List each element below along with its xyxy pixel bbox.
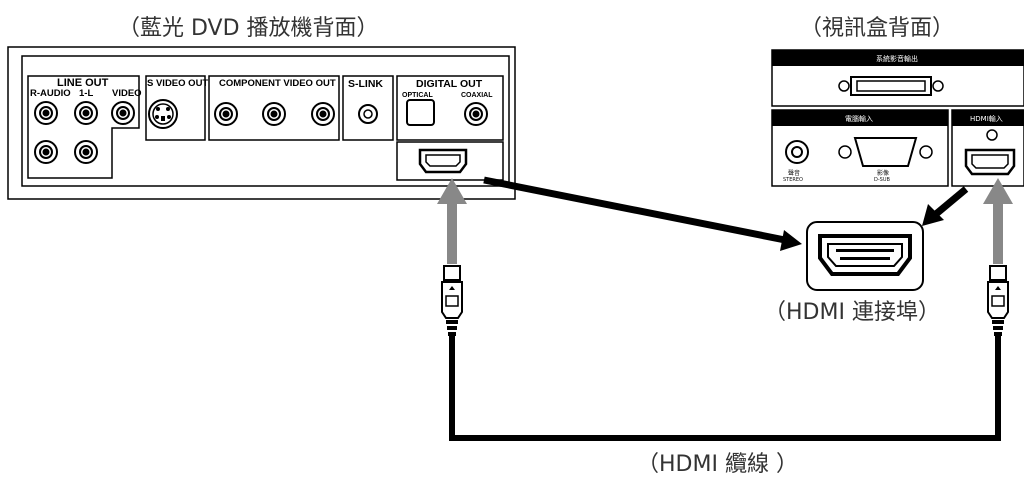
line-out-label: LINE OUT bbox=[57, 77, 109, 89]
rca-jack bbox=[34, 101, 135, 164]
stb-audio-jack bbox=[785, 140, 809, 164]
hdmi-port-caption: （HDMI 連接埠） bbox=[764, 300, 940, 325]
s-video-out-label: S VIDEO OUT bbox=[147, 78, 209, 89]
hdmi-cable bbox=[449, 336, 1001, 441]
stereo-label: STEREO bbox=[783, 177, 803, 183]
hdmi-plug-left bbox=[441, 265, 463, 336]
pc-input-label: 電腦輸入 bbox=[845, 115, 873, 123]
arrow-head bbox=[922, 204, 944, 226]
dvd-back-title: （藍光 DVD 播放機背面） bbox=[118, 16, 379, 41]
video-label-stb: 影像 bbox=[877, 170, 890, 177]
dsub-label: D-SUB bbox=[874, 177, 890, 183]
hdmi-input-label: HDMI輸入 bbox=[970, 115, 1003, 123]
stb-system-port bbox=[838, 76, 944, 96]
arrow-dvd-to-port bbox=[483, 176, 791, 245]
hdmi-cable-caption: （HDMI 纜線 ） bbox=[637, 452, 798, 477]
digital-out-label: DIGITAL OUT bbox=[416, 78, 483, 90]
hdmi-port-closeup bbox=[806, 221, 924, 291]
component-video-out-label: COMPONENT VIDEO OUT bbox=[219, 78, 336, 89]
gray-arrow-left bbox=[437, 178, 467, 264]
coaxial-label: COAXIAL bbox=[461, 92, 493, 99]
gray-arrow-right bbox=[983, 178, 1013, 264]
component-jack bbox=[214, 102, 335, 126]
arrow-stb-to-port bbox=[933, 186, 969, 217]
system-video-out-label: 系統影音輸出 bbox=[876, 55, 918, 63]
arrow-head bbox=[780, 230, 802, 251]
stb-dsub-port bbox=[838, 137, 933, 167]
audio-label: 聲音 bbox=[788, 170, 801, 177]
one-l-label: 1-L bbox=[79, 88, 94, 99]
stb-hdmi-indicator bbox=[986, 129, 998, 141]
stb-back-title: （視訊盒背面） bbox=[800, 16, 955, 41]
video-label: VIDEO bbox=[112, 88, 142, 99]
coaxial-jack bbox=[464, 102, 488, 126]
s-link-label: S-LINK bbox=[348, 78, 383, 90]
optical-label: OPTICAL bbox=[402, 92, 433, 99]
stb-back-panel bbox=[771, 49, 1024, 187]
optical-jack bbox=[406, 99, 435, 126]
dvd-hdmi-port bbox=[418, 148, 468, 174]
stb-hdmi-port bbox=[964, 148, 1016, 176]
r-audio-label: R-AUDIO bbox=[30, 88, 71, 99]
hdmi-plug-right bbox=[987, 265, 1009, 336]
s-video-jack bbox=[148, 99, 178, 129]
dvd-back-panel bbox=[7, 46, 516, 200]
